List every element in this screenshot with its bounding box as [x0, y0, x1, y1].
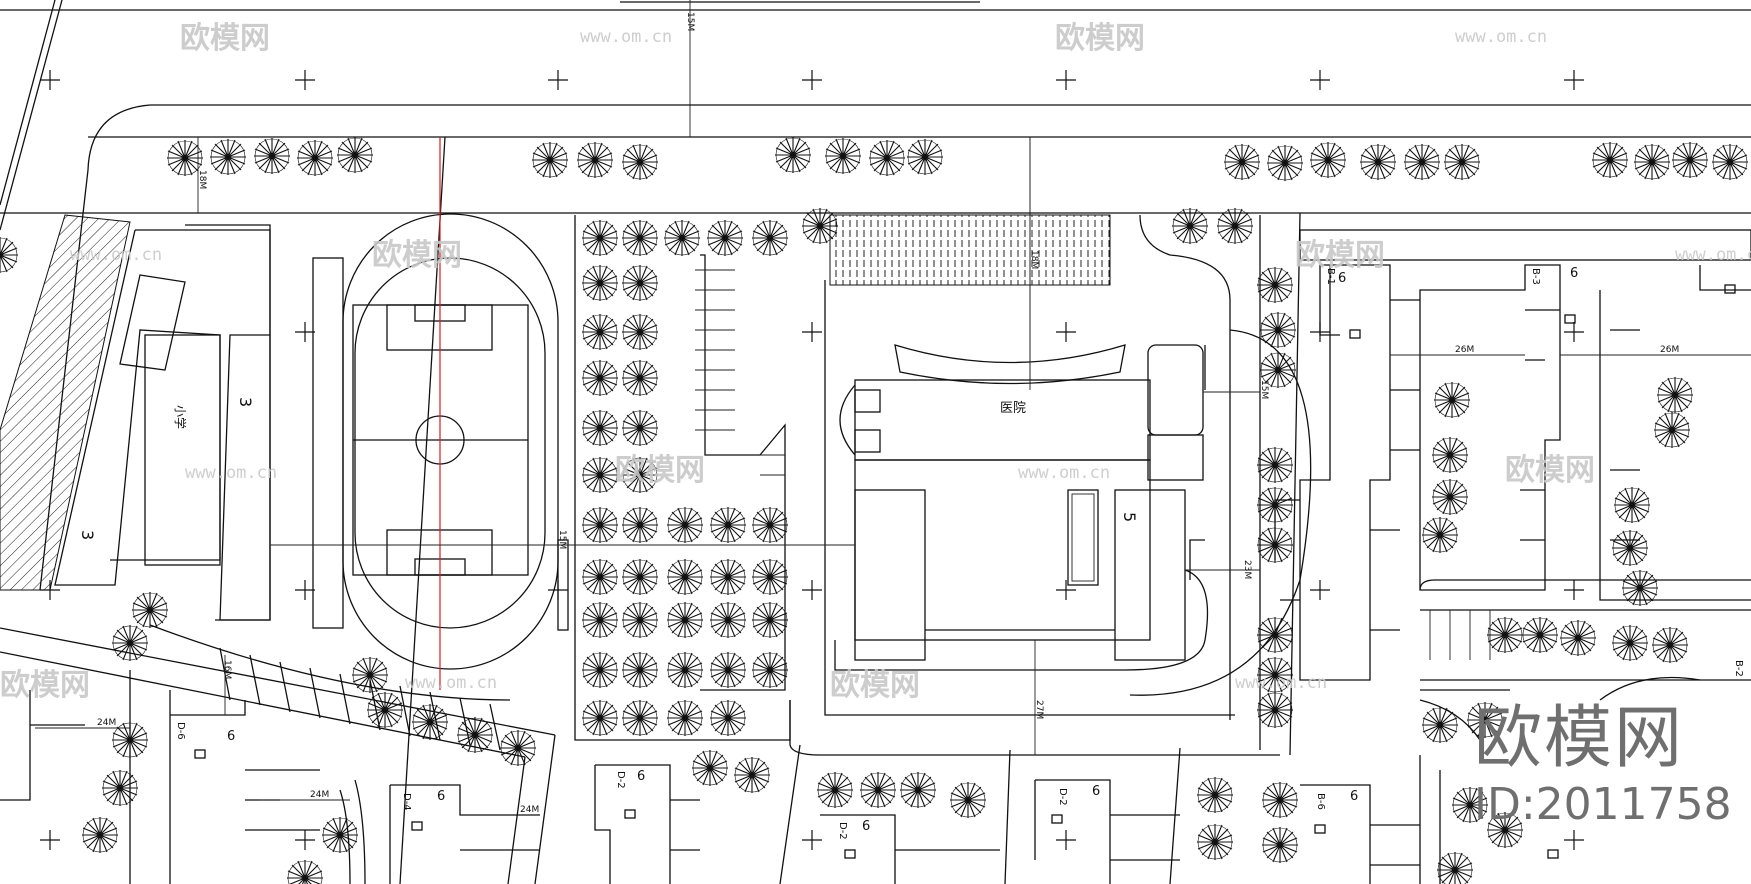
watermark-url: www.om.cn — [405, 673, 497, 693]
dim-north-strip: 18M — [197, 170, 207, 189]
floors-d4: 6 — [437, 789, 445, 804]
hatched-lawn — [0, 214, 131, 591]
watermark-text: 欧模网 — [180, 21, 270, 56]
watermark-url: www.om.cn — [70, 245, 162, 265]
watermark-text: 欧模网 — [0, 668, 90, 703]
hospital-name: 医院 — [1000, 401, 1026, 416]
code-d2c: D-2 — [1057, 788, 1068, 806]
floors-b1: 6 — [1338, 271, 1346, 286]
code-d6: D-6 — [175, 722, 186, 740]
dim-lower-gap-3: 24M — [520, 805, 539, 815]
floors-b6: 6 — [1350, 789, 1358, 804]
dimension-lines — [35, 137, 1751, 801]
watermark-text: 欧模网 — [615, 453, 705, 488]
dim-row-gap-1: 26M — [1455, 345, 1474, 355]
dim-east-gap: 15M — [1259, 380, 1269, 399]
dim-row-gap-2: 26M — [1660, 345, 1679, 355]
watermark-text: 欧模网 — [1295, 238, 1385, 273]
floors-d6: 6 — [227, 729, 235, 744]
dim-building-side: 23M — [1242, 560, 1252, 579]
watermark-url: www.om.cn — [185, 463, 277, 483]
code-d2a: D-2 — [615, 771, 626, 789]
dim-north-building-gap: 18M — [1029, 250, 1039, 269]
school-name: 小学 — [173, 405, 188, 429]
dim-field-track: 15M — [557, 530, 567, 549]
watermarks: 欧模网 www.om.cn 欧模网 www.om.cn 欧模网 www.om.c… — [0, 21, 1751, 703]
dimension-labels: 15M 18M 16M 15M 18M 15M 23M 27M 26M 26M … — [97, 12, 1679, 815]
dim-south-gap: 27M — [1034, 700, 1044, 719]
building-code-labels: B-1 B-3 B-2 D-6 D-4 D-2 D-2 D-2 B-6 — [175, 268, 1744, 840]
code-d4: D-4 — [401, 793, 412, 811]
code-b1: B-1 — [1325, 268, 1336, 285]
watermark-url: www.om.cn — [1018, 463, 1110, 483]
floor-labels: 3 3 5 6 6 6 6 6 6 6 6 — [78, 266, 1578, 834]
watermark-text: 欧模网 — [1505, 453, 1595, 488]
floors-d2a: 6 — [637, 769, 645, 784]
code-b3: B-3 — [1530, 268, 1541, 285]
dim-top-road: 15M — [685, 12, 695, 31]
watermark-url: www.om.cn — [1235, 673, 1327, 693]
watermark-url: www.om.cn — [580, 27, 672, 47]
code-d2b: D-2 — [837, 822, 848, 840]
floors-d2b: 6 — [862, 819, 870, 834]
model-id: ID:2011758 — [1474, 779, 1732, 830]
floors-school-a: 3 — [236, 397, 255, 407]
dim-lower-gap-1: 24M — [97, 718, 116, 728]
watermark-url: www.om.cn — [1675, 245, 1751, 265]
watermark-text: 欧模网 — [372, 238, 462, 273]
dim-school-offset: 16M — [222, 660, 232, 679]
floors-school-b: 3 — [78, 530, 97, 540]
floors-main-east: 5 — [1120, 512, 1139, 522]
brand-logo-text: 欧模网 — [1474, 699, 1685, 778]
code-b6: B-6 — [1315, 793, 1326, 810]
watermark-text: 欧模网 — [830, 668, 920, 703]
building-name-labels: 小学 医院 — [173, 401, 1026, 429]
survey-crosses — [39, 69, 1585, 851]
dim-lower-gap-2: 24M — [310, 790, 329, 800]
watermark-text: 欧模网 — [1055, 21, 1145, 56]
school-block — [54, 224, 271, 621]
residential-row-d — [0, 609, 1751, 884]
code-b2: B-2 — [1733, 660, 1744, 677]
hospital-complex — [574, 214, 1312, 756]
watermark-url: www.om.cn — [1455, 27, 1547, 47]
floors-d2c: 6 — [1092, 784, 1100, 799]
floors-b3: 6 — [1570, 266, 1578, 281]
